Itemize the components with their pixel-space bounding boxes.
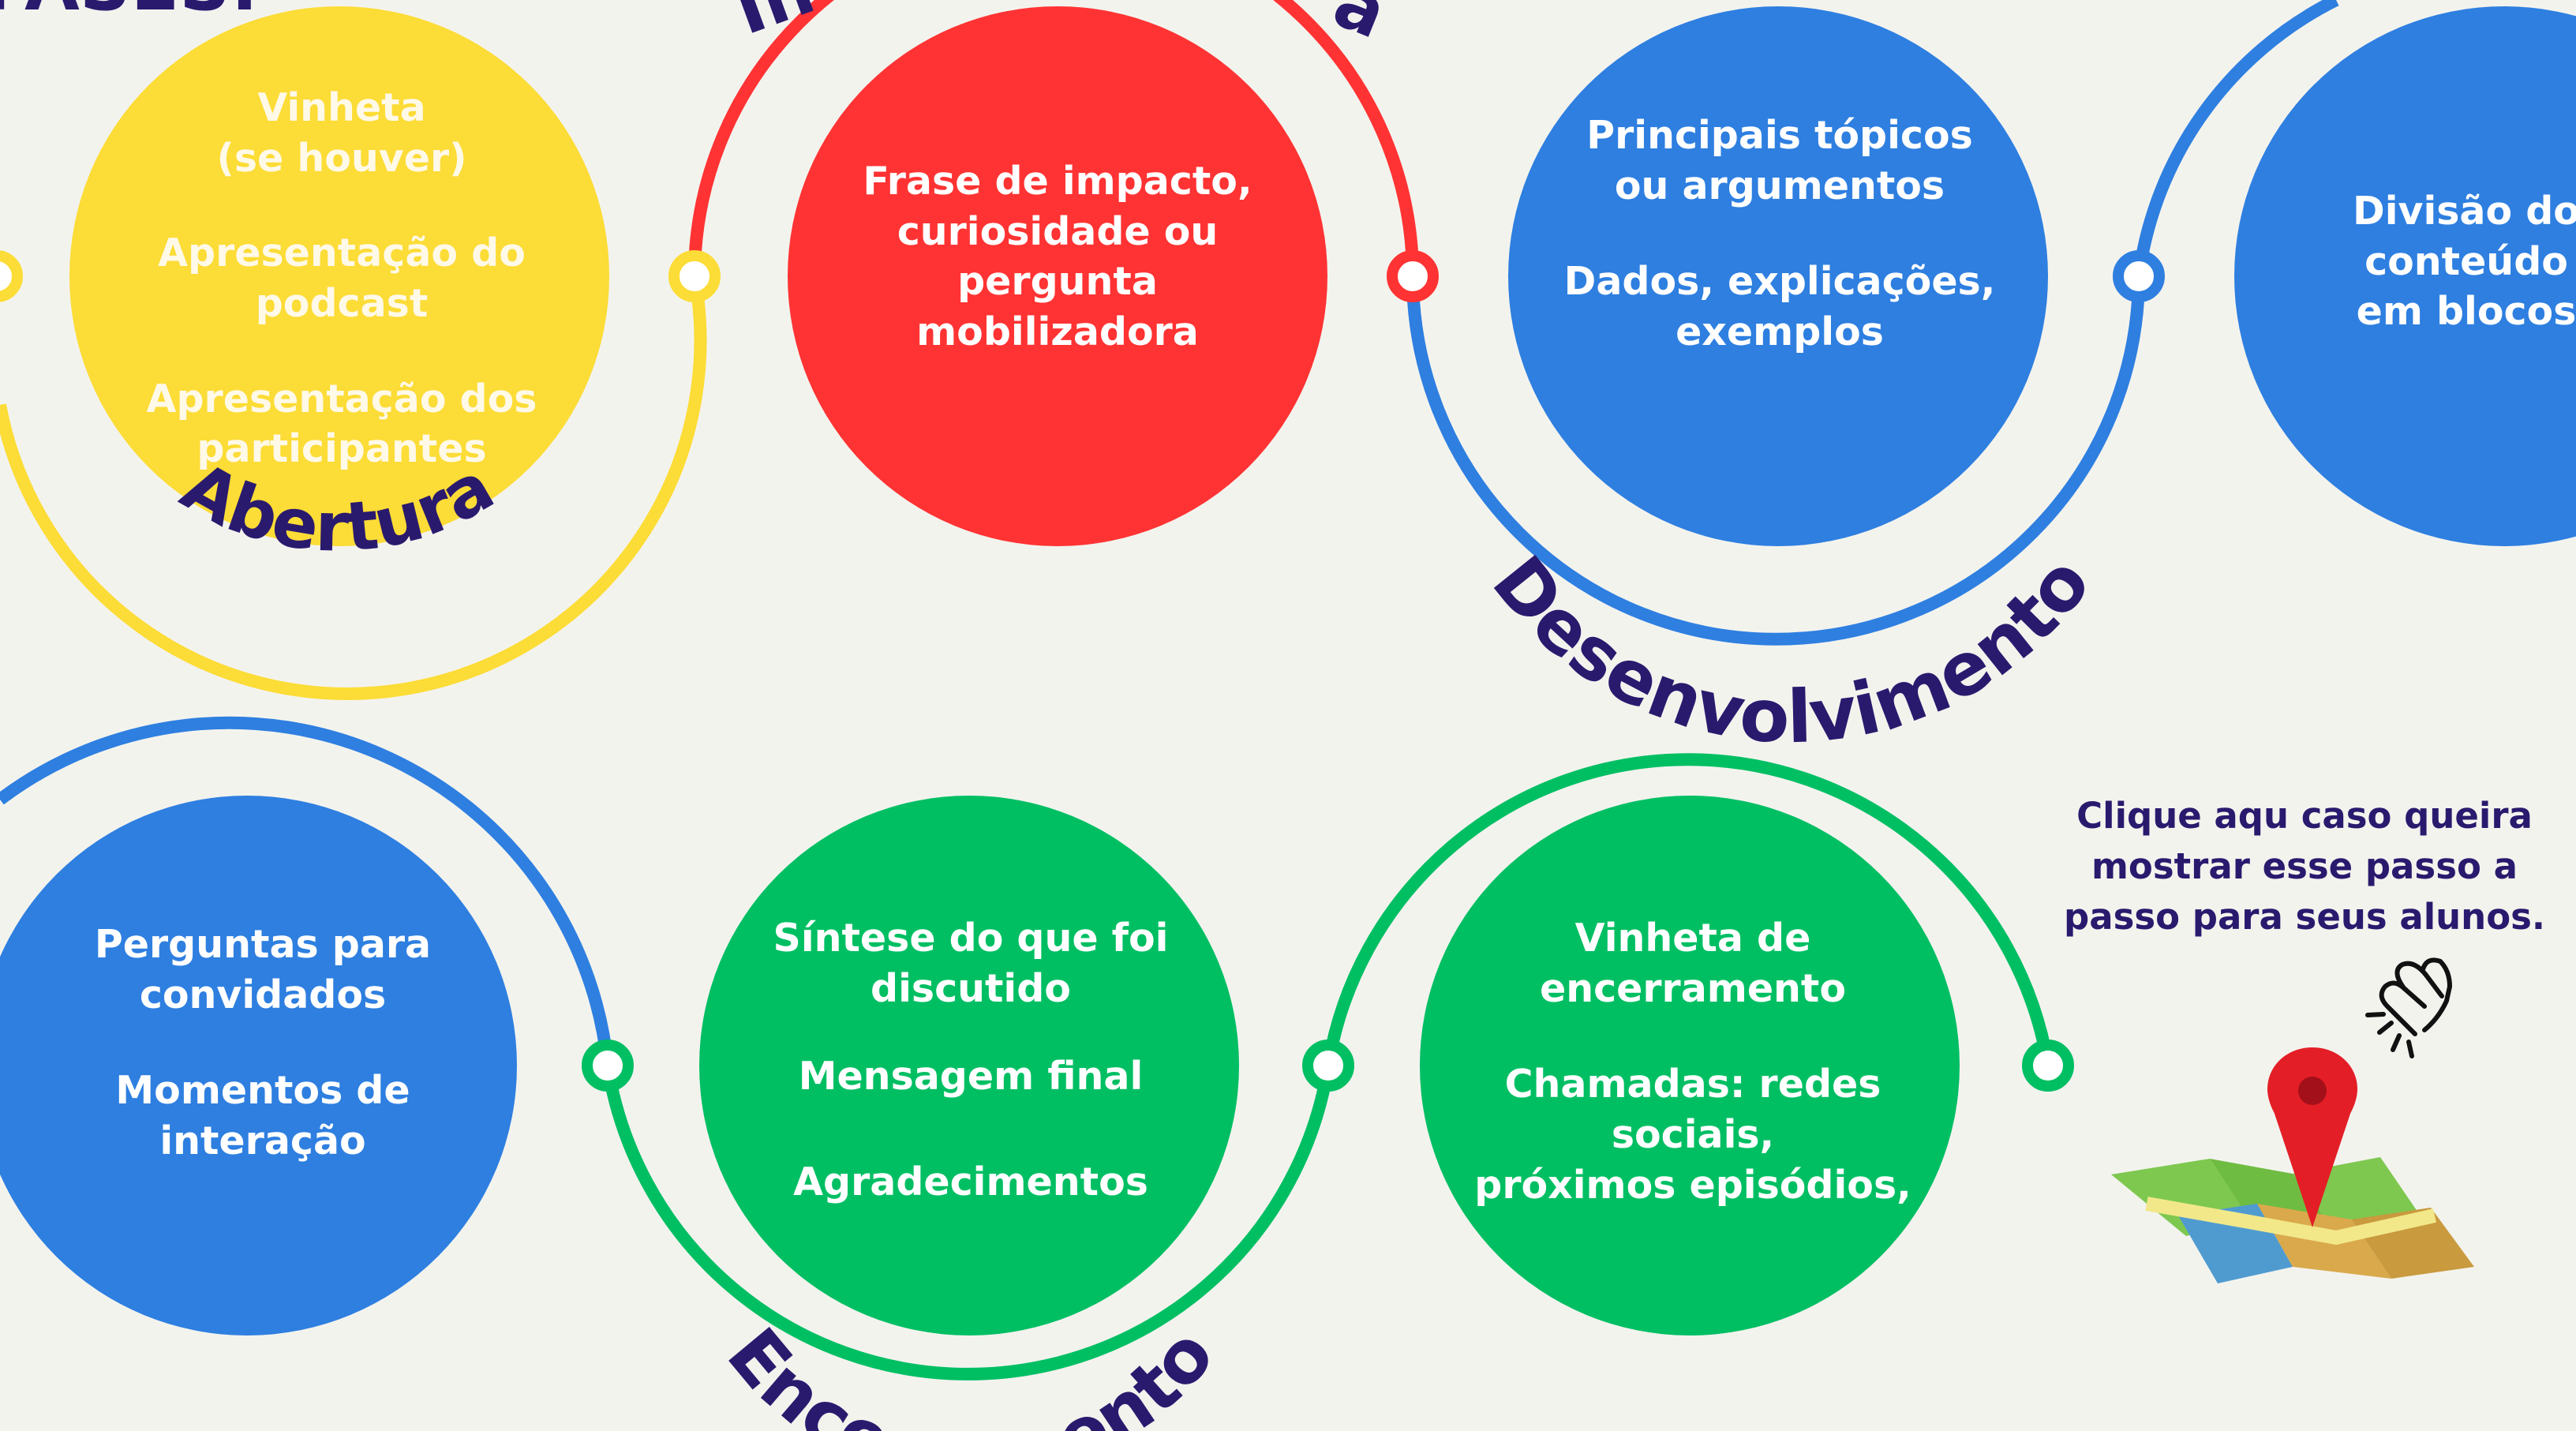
desenvolvimento-item-2: ou argumentos (1614, 163, 1945, 208)
red-arc (688, 0, 1419, 277)
abertura-item-vinheta: Vinheta (257, 85, 426, 130)
cta-line-3[interactable]: passo para seus alunos. (2064, 895, 2545, 938)
perguntas-item-3: Momentos de (115, 1068, 410, 1114)
pointing-hand-icon[interactable] (2365, 957, 2452, 1058)
divisao-circle (2234, 6, 2576, 546)
encerramento-item-4: Agradecimentos (793, 1159, 1148, 1205)
introducao-item-4: mobilizadora (916, 309, 1199, 355)
perguntas-item-2: convidados (139, 972, 387, 1017)
vinheta-final-item-2: encerramento (1539, 965, 1847, 1011)
encerramento-circle (699, 796, 1239, 1335)
perguntas-item-4: interação (159, 1118, 366, 1164)
encerramento-text: Síntese do que foi discutido Mensagem fi… (738, 913, 1204, 1208)
perguntas-item-1: Perguntas para (94, 922, 432, 967)
abertura-item-se-houver: (se houver) (216, 135, 467, 181)
green-arc-encerramento (601, 1064, 1335, 1380)
node-left-edge (0, 250, 23, 302)
introducao-item-2: curiosidade ou (897, 208, 1219, 254)
divisao-text: Divisão do conteúdo em blocos (2320, 186, 2576, 337)
node-blue-green (582, 1040, 634, 1092)
cta-line-1[interactable]: Clique aqu caso queira (2076, 795, 2533, 837)
blue-arc-row2 (0, 716, 614, 1066)
node-blue-blue (2113, 250, 2165, 302)
node-green-green (1302, 1040, 1354, 1092)
encerramento-item-1: Síntese do que foi (773, 916, 1169, 961)
vinheta-final-text: Vinheta de encerramento Chamadas: redes … (1432, 913, 1953, 1210)
node-end (2022, 1040, 2074, 1092)
node-red-blue (1387, 250, 1439, 302)
introducao-circle (788, 6, 1327, 546)
blue-arc-top (2132, 0, 2339, 278)
vinheta-final-item-3: Chamadas: redes sociais, (1504, 1062, 1881, 1158)
perguntas-text: Perguntas para convidados Momentos de in… (38, 920, 488, 1167)
introducao-text: Frase de impacto, curiosidade ou pergunt… (844, 156, 1271, 358)
encerramento-item-3: Mensagem final (798, 1054, 1144, 1099)
blue-arc-bottom (1406, 275, 2145, 646)
abertura-circle (69, 6, 609, 546)
desenvolvimento-circle (1508, 6, 2048, 546)
abertura-item-participantes: participantes (197, 426, 487, 472)
introducao-item-1: Frase de impacto, (863, 159, 1252, 204)
vinheta-final-circle (1420, 796, 1960, 1335)
cta-line-2[interactable]: mostrar esse passo a (2091, 845, 2518, 887)
desenvolvimento-item-4: exemplos (1676, 309, 1884, 355)
abertura-item-apresentacao-podcast: Apresentação do podcast (158, 230, 526, 327)
desenvolvimento-item-1: Principais tópicos (1586, 113, 1973, 158)
introducao-item-3: pergunta (957, 259, 1158, 305)
vinheta-final-item-4: próximos episódios, (1474, 1162, 1911, 1208)
heading-fragment: FASES: (0, 0, 259, 27)
connector-arcs (0, 0, 2339, 1380)
divisao-item-1: Divisão do (2353, 189, 2576, 234)
divisao-item-2: conteúdo (2364, 238, 2568, 284)
divisao-item-3: em blocos (2356, 289, 2576, 335)
node-yellow-red (668, 250, 721, 302)
connector-nodes (0, 250, 2165, 1092)
desenvolvimento-item-3: Dados, explicações, (1563, 259, 1996, 305)
call-to-action-text[interactable]: Clique aqu caso queira mostrar esse pass… (2036, 791, 2573, 942)
vinheta-final-item-1: Vinheta de (1574, 916, 1811, 961)
green-arc-final (1322, 753, 2054, 1067)
map-pin-icon[interactable] (2111, 1047, 2474, 1283)
abertura-item-apresentacao-dos: Apresentação dos (146, 376, 537, 421)
abertura-text: Vinheta (se houver) Apresentação do podc… (69, 83, 614, 474)
desenvolvimento-text: Principais tópicos ou argumentos Dados, … (1543, 111, 2016, 358)
encerramento-item-2: discutido (871, 965, 1071, 1011)
perguntas-circle (0, 796, 517, 1335)
yellow-arc (0, 275, 707, 700)
